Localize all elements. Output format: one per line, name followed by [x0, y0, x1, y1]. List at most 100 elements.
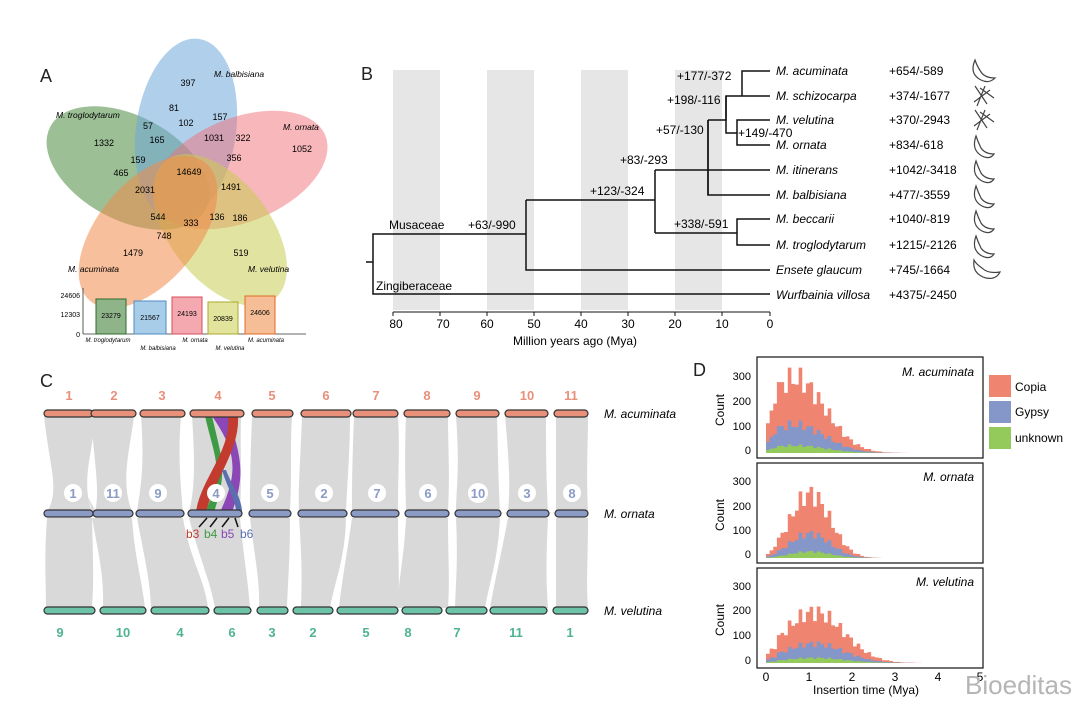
chrom-label: 8: [568, 486, 575, 501]
histogram-area: [766, 530, 984, 558]
ytick: 0: [745, 655, 751, 667]
venn-counts: 397 81 157 102 1332 57 165 1031 322 1052…: [94, 78, 312, 258]
species-label: M. ornata: [604, 507, 655, 521]
taxon-change: +1215/-2126: [889, 238, 957, 252]
chrom-label: 1: [69, 486, 76, 501]
xtick: 1: [806, 670, 813, 684]
histogram-title: M. ornata: [923, 470, 974, 484]
histogram-area: [766, 444, 984, 453]
taxon-name: M. velutina: [776, 113, 834, 127]
xtick: 5: [977, 670, 984, 684]
te-legend: Copia Gypsy unknown: [989, 375, 1063, 449]
venn-count: 57: [143, 121, 153, 131]
chrom-label: 9: [154, 486, 161, 501]
venn-count: 2031: [135, 185, 155, 195]
block-label-b6: b6: [240, 527, 254, 541]
banana-icon: [973, 234, 996, 259]
panel-b: B M. acuminata M. schizocarpa M. velutin…: [361, 58, 1002, 348]
venn-count: 322: [235, 133, 250, 143]
axis-tick-label: 80: [389, 317, 403, 331]
venn-label-balbisiana: M. balbisiana: [214, 69, 264, 79]
mid-chrom-labels: 1 11 9 4 5 2 7 6 10 3 8: [64, 483, 581, 503]
chrom-label: 9: [56, 625, 63, 640]
bar-troglodytarum: [95, 298, 127, 335]
chrom-label: 5: [362, 625, 369, 640]
venn-count: 102: [178, 118, 193, 128]
species-label: M. acuminata: [604, 407, 676, 421]
chrom-label: 1: [566, 625, 573, 640]
venn-count: 465: [113, 168, 128, 178]
venn-count: 1031: [204, 133, 224, 143]
block-b6-ribbon: [222, 470, 242, 512]
venn-count: 165: [149, 135, 164, 145]
histogram-area: [766, 657, 984, 663]
histogram-xlabel: Insertion time (Mya): [813, 683, 919, 697]
histogram-area: [766, 420, 984, 453]
ytick: 200: [733, 396, 751, 408]
taxon-change: +477/-3559: [889, 188, 950, 202]
histogram-title: M. velutina: [916, 575, 974, 589]
venn-diagram: [46, 38, 328, 309]
ytick: 200: [733, 501, 751, 513]
xtick: 2: [849, 670, 856, 684]
venn-count: 14649: [176, 167, 201, 177]
taxon-name: M. balbisiana: [776, 188, 847, 202]
bar-label: M. troglodytarum: [85, 338, 130, 344]
banana-icon: [973, 184, 996, 209]
taxon-change: +834/-618: [889, 138, 944, 152]
venn-count: 397: [180, 78, 195, 88]
clade-labels: Musaceae Zingiberaceae: [376, 218, 452, 293]
axis-title: Million years ago (Mya): [513, 334, 637, 348]
banana-icon: [973, 134, 996, 159]
taxon-change: +1042/-3418: [889, 163, 957, 177]
bar-label: M. velutina: [215, 346, 245, 352]
block-label-b5: b5: [221, 527, 235, 541]
chrom-label: 8: [404, 625, 411, 640]
chromosomes-mid: [43, 509, 589, 518]
legend-swatch-unknown: [989, 427, 1011, 449]
chrom-label: 11: [106, 486, 120, 501]
histogram-title: M. acuminata: [902, 365, 974, 379]
chrom-label: 3: [158, 388, 165, 403]
venn-count: 544: [150, 212, 165, 222]
ytick: 0: [745, 445, 751, 457]
node-label: +149/-470: [738, 126, 793, 140]
taxon-change: +374/-1677: [889, 89, 950, 103]
taxon-change: +370/-2943: [889, 113, 950, 127]
bottom-chrom-labels: 9 10 4 6 3 2 5 8 7 11 1: [56, 625, 573, 640]
taxon-labels: M. acuminata M. schizocarpa M. velutina …: [776, 64, 870, 302]
bar-value: 24606: [250, 310, 270, 317]
block-b3-ribbon: [196, 416, 239, 512]
venn-count: 1491: [221, 182, 241, 192]
chrom-label: 11: [564, 388, 578, 403]
banana-icon: [973, 258, 1002, 279]
block-label-b3: b3: [186, 527, 200, 541]
panel-a: A M. troglodytarum M. balbisiana M. orna…: [40, 38, 328, 352]
species-label: M. velutina: [604, 604, 662, 618]
venn-count: 1332: [94, 138, 114, 148]
chromosomes-bottom: [43, 606, 589, 615]
ytick: 200: [733, 605, 751, 617]
legend-label: Gypsy: [1015, 405, 1049, 419]
panel-b-letter: B: [361, 64, 373, 84]
ylabel: Count: [713, 603, 727, 636]
chrom-label: 3: [523, 486, 530, 501]
gene-count-bars: 24606 12303 0 23279 21567 24193 20839 24…: [61, 288, 306, 352]
taxon-name: Wurfbainia villosa: [776, 288, 870, 302]
axis-tick-label: 50: [527, 317, 541, 331]
node-label: +83/-293: [620, 153, 668, 167]
banana-icon: [972, 58, 997, 83]
bar-ornata: [171, 296, 203, 335]
synteny-species-labels: M. acuminata M. ornata M. velutina: [604, 407, 676, 618]
axis-tick-label: 10: [715, 317, 729, 331]
synteny-ribbons: [44, 416, 588, 608]
venn-count: 159: [130, 155, 145, 165]
axis-tick-label: 0: [767, 317, 774, 331]
chrom-label: 1: [65, 388, 72, 403]
bar-label: M. acuminata: [248, 338, 285, 344]
taxon-name: M. troglodytarum: [776, 238, 866, 252]
chrom-label: 5: [266, 486, 273, 501]
histogram-frames: [756, 356, 984, 669]
taxon-name: M. acuminata: [776, 64, 848, 78]
